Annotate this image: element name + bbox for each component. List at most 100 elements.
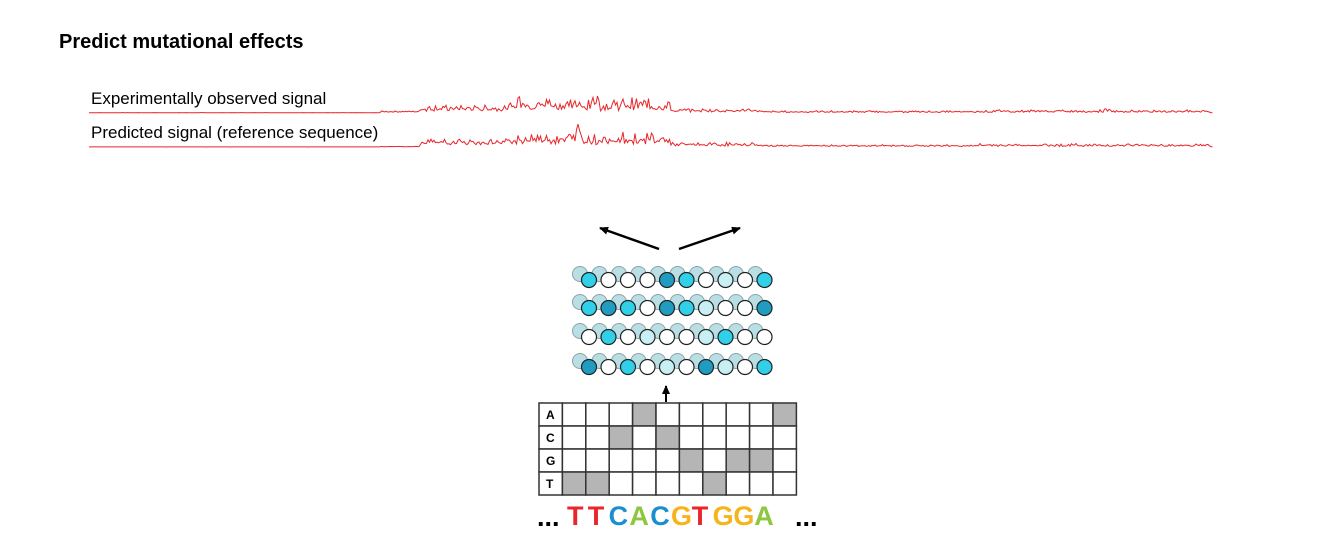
network-node — [736, 358, 754, 376]
network-node — [619, 328, 637, 346]
network-node — [639, 358, 656, 376]
onehot-cell — [725, 402, 751, 427]
network-node — [697, 328, 715, 346]
onehot-row-label: C — [546, 431, 555, 445]
onehot-cell — [561, 448, 587, 473]
network-node — [619, 299, 637, 317]
onehot-cell — [725, 448, 751, 473]
sequence-ellipsis-left: ... — [537, 502, 560, 532]
onehot-cell — [702, 448, 727, 473]
onehot-cell — [748, 425, 774, 450]
onehot-cell — [702, 471, 727, 496]
network-node — [600, 299, 617, 317]
network-node — [580, 328, 598, 346]
network-node — [600, 358, 617, 376]
track-label-predicted: Predicted signal (reference sequence) — [91, 123, 379, 142]
network-node — [639, 271, 656, 289]
sequence-letter: G — [733, 501, 754, 531]
network-node — [697, 299, 715, 317]
onehot-cell — [631, 471, 657, 496]
network-layer — [572, 294, 773, 317]
network-node — [736, 328, 754, 346]
onehot-cell — [585, 471, 610, 496]
onehot-cell — [585, 425, 610, 450]
network-layer — [572, 266, 773, 289]
sequence-letter: G — [671, 501, 692, 531]
network-node — [619, 358, 637, 376]
network-node — [736, 299, 754, 317]
onehot-cell — [678, 402, 704, 427]
onehot-row-label: A — [546, 408, 555, 422]
network-node — [697, 271, 715, 289]
sequence-letter: T — [567, 501, 584, 531]
sequence-letter: C — [650, 501, 670, 531]
network-node — [658, 271, 676, 289]
onehot-cell — [725, 425, 751, 450]
sequence-letter: G — [713, 501, 734, 531]
network-node — [717, 299, 734, 317]
sequence-letter: T — [588, 501, 605, 531]
sequence-letter: T — [692, 501, 709, 531]
network-node — [736, 271, 754, 289]
network-node — [717, 328, 734, 346]
network-node — [580, 358, 598, 376]
onehot-cell — [655, 471, 681, 496]
onehot-cell — [702, 425, 727, 450]
output-arrow-right — [678, 226, 741, 251]
sequence-letter: A — [629, 501, 649, 531]
onehot-cell — [655, 448, 681, 473]
network-node — [580, 271, 598, 289]
signal-track-predicted — [89, 123, 1213, 148]
network-node — [600, 271, 617, 289]
onehot-cell — [655, 402, 681, 427]
onehot-cell — [608, 402, 634, 427]
network-node — [756, 299, 773, 317]
network-node — [756, 271, 773, 289]
onehot-cell — [631, 425, 657, 450]
output-arrow-left — [599, 226, 660, 251]
onehot-cell — [725, 471, 751, 496]
network-node — [580, 299, 598, 317]
onehot-row-label: T — [546, 477, 554, 491]
network-node — [697, 358, 715, 376]
signal-tracks — [89, 95, 1213, 148]
onehot-cell — [748, 471, 774, 496]
onehot-cell — [561, 402, 587, 427]
onehot-cell — [608, 425, 634, 450]
sequence-letter: A — [754, 501, 774, 531]
onehot-cell — [561, 471, 587, 496]
network-node — [678, 299, 695, 317]
network-layer — [572, 353, 773, 376]
onehot-cell — [772, 448, 798, 473]
onehot-cell — [772, 471, 798, 496]
network-node — [639, 299, 656, 317]
network-node — [658, 299, 676, 317]
signal-track-observed — [89, 95, 1213, 114]
onehot-cell — [678, 471, 704, 496]
onehot-cell — [772, 425, 798, 450]
onehot-cell — [678, 425, 704, 450]
onehot-cell — [585, 448, 610, 473]
onehot-cell — [561, 425, 587, 450]
network-node — [600, 328, 617, 346]
onehot-cell — [585, 402, 610, 427]
track-label-observed: Experimentally observed signal — [91, 89, 327, 108]
onehot-row-label: G — [546, 454, 555, 468]
sequence-ellipsis-right: ... — [795, 502, 818, 532]
onehot-cell — [772, 402, 798, 427]
onehot-cell — [748, 448, 774, 473]
network-node — [619, 271, 637, 289]
network-node — [678, 358, 695, 376]
neural-network-layers — [572, 266, 773, 376]
network-node — [756, 328, 773, 346]
onehot-cell — [608, 448, 634, 473]
network-node — [717, 358, 734, 376]
onehot-cell — [631, 402, 657, 427]
network-node — [678, 271, 695, 289]
onehot-cell — [655, 425, 681, 450]
onehot-cell — [678, 448, 704, 473]
onehot-cell — [702, 402, 727, 427]
